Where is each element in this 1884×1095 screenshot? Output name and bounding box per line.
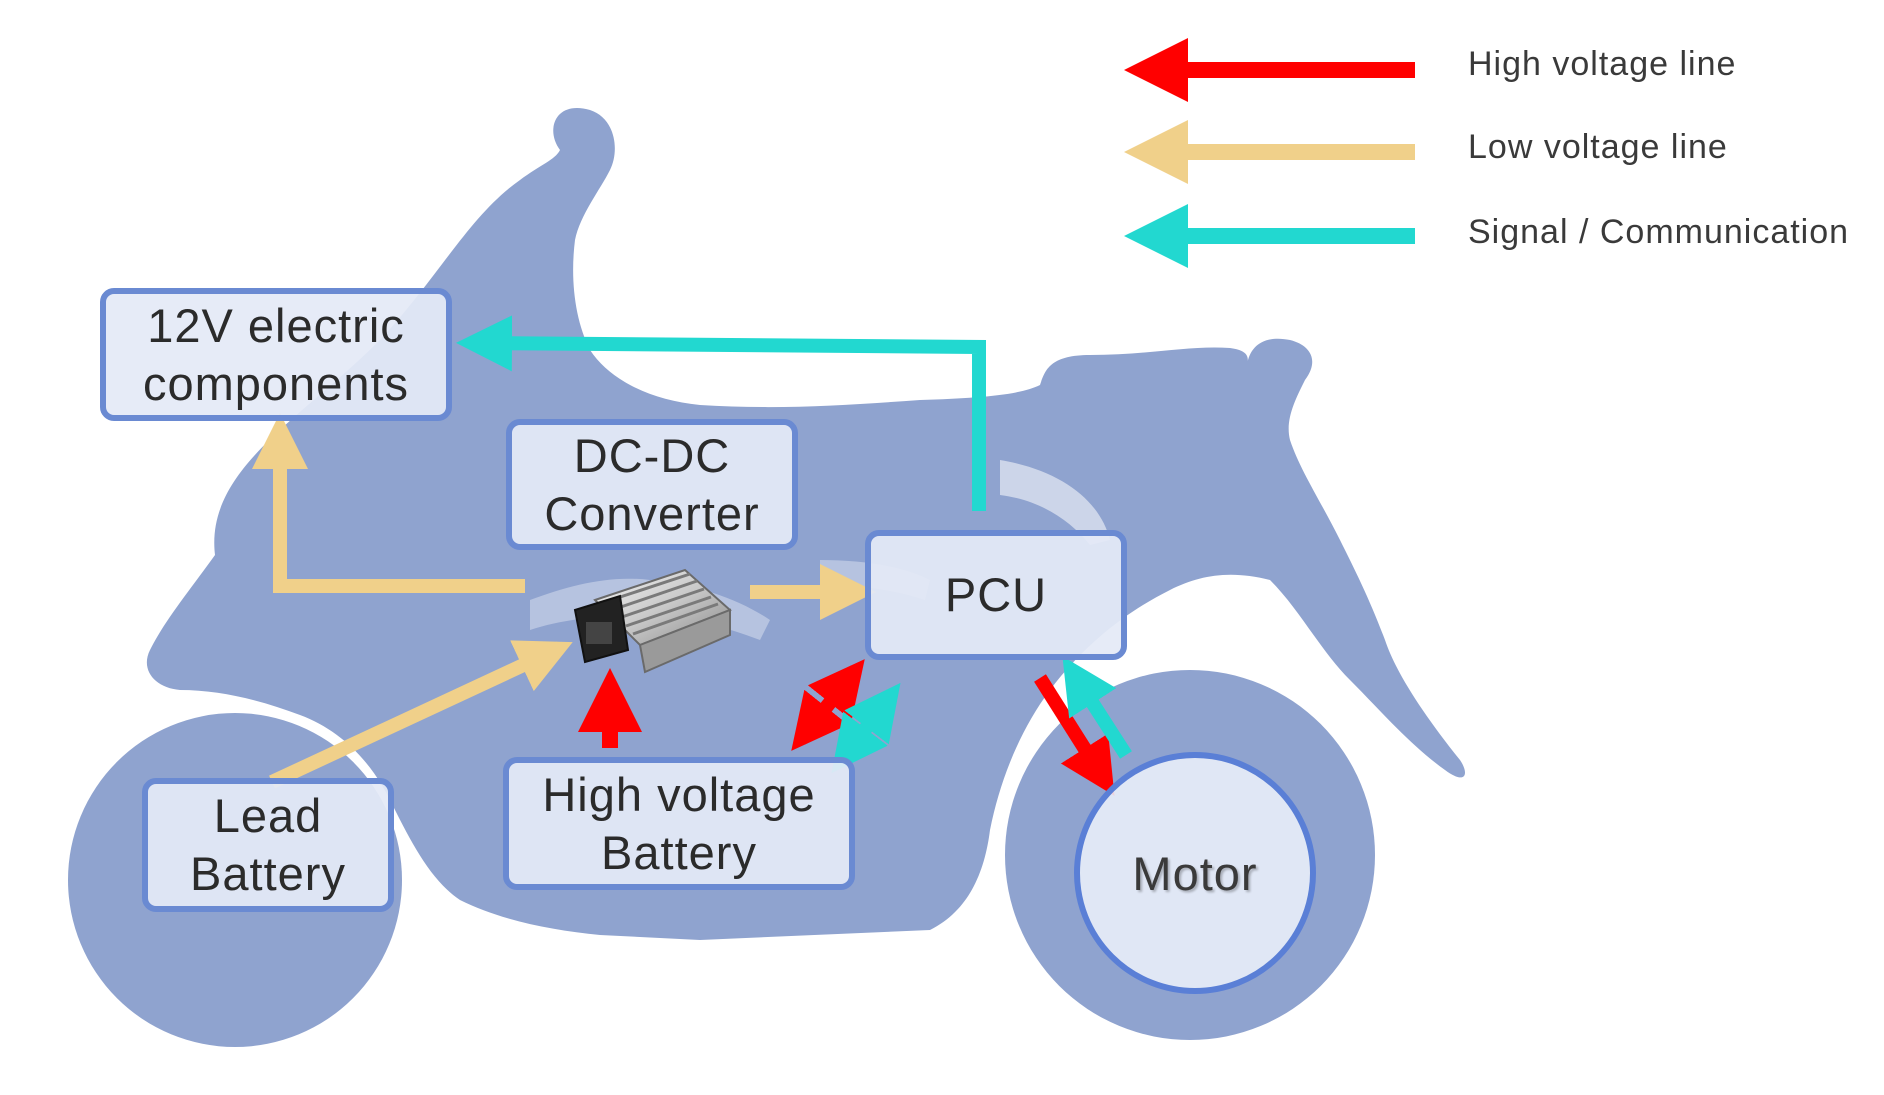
high-voltage-arrow-hv-pcu bbox=[791, 659, 865, 751]
node-pcu-label: PCU bbox=[944, 568, 1048, 621]
node-motor-label: Motor bbox=[1132, 846, 1258, 900]
high-voltage-arrow-pcu-to-motor bbox=[1034, 674, 1115, 796]
signal-arrow-motor-to-pcu bbox=[1062, 656, 1132, 759]
node-12v-label: 12V electric components bbox=[142, 298, 410, 410]
node-hv-battery-label: High voltage Battery bbox=[542, 767, 816, 879]
node-dcdc-label: DC-DC Converter bbox=[544, 428, 760, 540]
legend-label-signal: Signal / Communication bbox=[1468, 213, 1850, 251]
node-lead-battery-label: Lead Battery bbox=[190, 789, 346, 900]
low-voltage-arrow-lead-to-dcdc bbox=[269, 640, 573, 789]
legend-label-high-voltage: High voltage line bbox=[1468, 45, 1737, 83]
node-high-voltage-battery: High voltage Battery bbox=[503, 757, 855, 890]
node-motor: Motor bbox=[1074, 752, 1316, 994]
legend-arrows bbox=[1124, 38, 1415, 268]
node-dcdc-converter: DC-DC Converter bbox=[506, 419, 798, 550]
low-voltage-arrow-dcdc-to-12v bbox=[252, 413, 525, 593]
connection-arrows bbox=[252, 315, 1132, 796]
node-lead-battery: Lead Battery bbox=[142, 778, 394, 912]
legend-label-low-voltage: Low voltage line bbox=[1468, 128, 1728, 166]
signal-arrow-hv-pcu bbox=[831, 682, 901, 774]
signal-arrow-pcu-to-12v bbox=[456, 315, 986, 511]
node-12v-electric-components: 12V electric components bbox=[100, 288, 452, 421]
node-pcu: PCU bbox=[865, 530, 1127, 660]
dcdc-module-illustration bbox=[573, 568, 732, 674]
